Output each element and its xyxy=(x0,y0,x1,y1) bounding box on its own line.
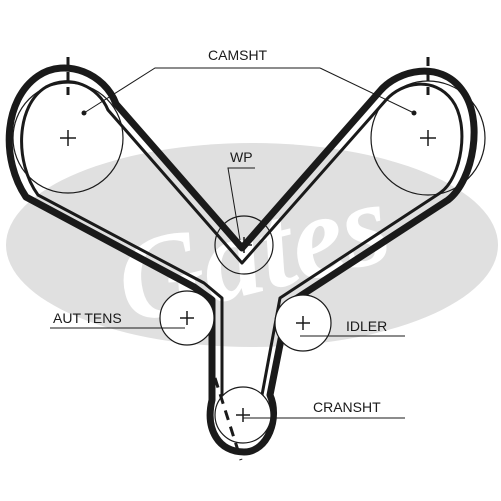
camshaft-label: CAMSHT xyxy=(208,47,268,63)
camshaft-leader-left xyxy=(83,67,320,114)
water-pump-circle xyxy=(214,215,274,275)
crankshaft-timing-mark xyxy=(213,377,243,461)
water-pump-leader xyxy=(227,167,255,241)
water-pump-label: WP xyxy=(230,149,253,165)
water-pump-pulley xyxy=(214,215,274,275)
crankshaft-pulley xyxy=(213,377,272,461)
auto-tensioner-label: AUT TENS xyxy=(53,310,122,326)
left-cam-pulley-circle xyxy=(12,82,124,194)
camshaft-leader-right xyxy=(319,67,415,114)
belt-outer-path xyxy=(5,64,478,456)
idler-label: IDLER xyxy=(346,318,387,334)
right-camshaft-pulley xyxy=(370,57,486,196)
auto-tensioner-pulley xyxy=(159,290,215,346)
idler-pulley xyxy=(274,294,332,352)
crankshaft-label: CRANSHT xyxy=(313,399,381,415)
leader-lines xyxy=(50,67,415,419)
